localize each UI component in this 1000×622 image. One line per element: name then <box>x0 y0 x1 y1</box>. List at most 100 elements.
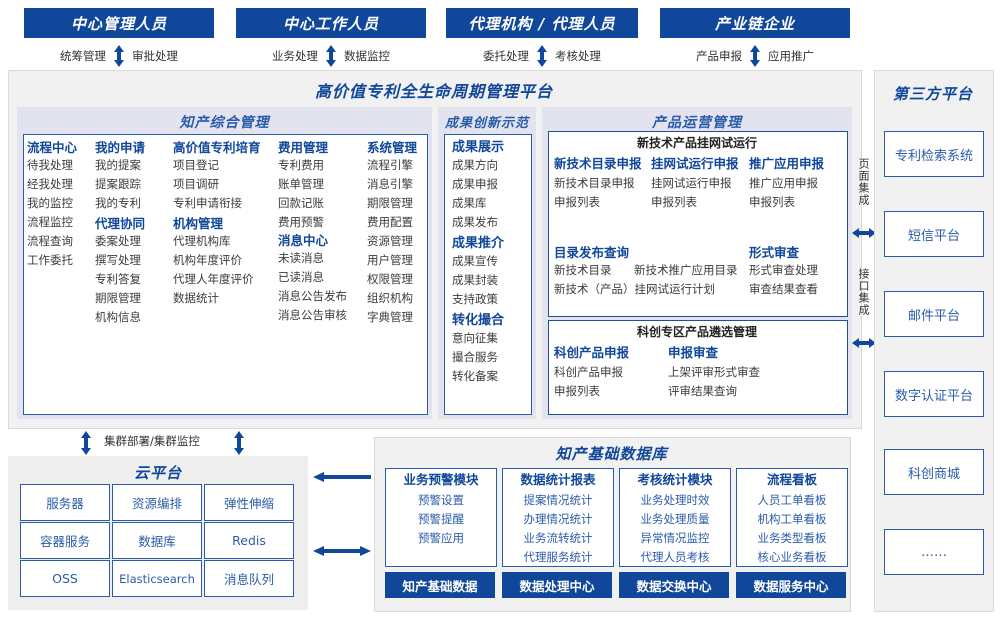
leaf-item[interactable]: 成果封装 <box>452 273 498 287</box>
leaf-item[interactable]: 消息引擎 <box>367 177 413 191</box>
leaf-item[interactable]: 专利费用 <box>278 158 324 172</box>
leaf-item[interactable]: 待我处理 <box>27 158 73 172</box>
leaf-item[interactable]: 上架评审形式审查 <box>668 365 760 379</box>
leaf-item[interactable]: 推广应用申报 <box>749 176 818 190</box>
group-head[interactable]: 成果展示 <box>452 140 505 155</box>
leaf-item[interactable]: 业务类型看板 <box>757 531 827 545</box>
leaf-item[interactable]: 期限管理 <box>367 196 413 210</box>
leaf-item[interactable]: 形式审查处理 <box>749 263 818 277</box>
database-footer-2[interactable]: 数据交换中心 <box>619 572 729 598</box>
leaf-item[interactable]: 转化备案 <box>452 369 498 383</box>
leaf-item[interactable]: 科创产品申报 <box>554 365 623 379</box>
group-head[interactable]: 推广应用申报 <box>749 156 825 171</box>
leaf-item[interactable]: 评审结果查询 <box>668 384 737 398</box>
group-head[interactable]: 高价值专利培育 <box>173 140 261 155</box>
leaf-item[interactable]: 预警设置 <box>418 493 464 507</box>
leaf-item[interactable]: 用户管理 <box>367 253 413 267</box>
leaf-item[interactable]: 委案处理 <box>95 234 141 248</box>
leaf-item[interactable]: 申报列表 <box>554 195 600 209</box>
cloud-item-0[interactable]: 服务器 <box>20 484 110 521</box>
leaf-item[interactable]: 新技术目录 <box>554 263 612 277</box>
cloud-item-2[interactable]: 弹性伸缩 <box>204 484 294 521</box>
database-footer-1[interactable]: 数据处理中心 <box>502 572 612 598</box>
leaf-item[interactable]: 意向征集 <box>452 331 498 345</box>
group-head[interactable]: 消息中心 <box>278 233 329 248</box>
leaf-item[interactable]: 业务流转统计 <box>523 531 593 545</box>
cloud-item-7[interactable]: Elasticsearch <box>112 560 202 597</box>
leaf-item[interactable]: 办理情况统计 <box>523 512 593 526</box>
third-party-item-5[interactable]: …… <box>884 529 984 575</box>
third-party-item-3[interactable]: 数字认证平台 <box>884 371 984 417</box>
group-head[interactable]: 代理协同 <box>95 216 146 231</box>
third-party-item-2[interactable]: 邮件平台 <box>884 291 984 337</box>
leaf-item[interactable]: 机构年度评价 <box>173 253 242 267</box>
cloud-item-4[interactable]: 数据库 <box>112 522 202 559</box>
group-head[interactable]: 系统管理 <box>367 140 418 155</box>
third-party-item-4[interactable]: 科创商城 <box>884 449 984 495</box>
cloud-item-3[interactable]: 容器服务 <box>20 522 110 559</box>
leaf-item[interactable]: 申报列表 <box>749 195 795 209</box>
leaf-item[interactable]: 业务处理质量 <box>640 512 710 526</box>
leaf-item[interactable]: 机构信息 <box>95 310 141 324</box>
leaf-item[interactable]: 成果宣传 <box>452 254 498 268</box>
leaf-item[interactable]: 代理人员考核 <box>640 550 710 564</box>
leaf-item[interactable]: 项目登记 <box>173 158 219 172</box>
leaf-item[interactable]: 组织机构 <box>367 291 413 305</box>
group-head[interactable]: 形式审查 <box>749 245 800 260</box>
group-head[interactable]: 成果推介 <box>452 236 505 251</box>
leaf-item[interactable]: 专利申请衔接 <box>173 196 242 210</box>
leaf-item[interactable]: 人员工单看板 <box>757 493 827 507</box>
leaf-item[interactable]: 费用预警 <box>278 215 324 229</box>
leaf-item[interactable]: 费用配置 <box>367 215 413 229</box>
leaf-item[interactable]: 数据统计 <box>173 291 219 305</box>
leaf-item[interactable]: 新技术（产品）挂网试运行计划 <box>554 282 715 296</box>
leaf-item[interactable]: 消息公告发布 <box>278 289 347 303</box>
cloud-item-1[interactable]: 资源编排 <box>112 484 202 521</box>
leaf-item[interactable]: 流程查询 <box>27 234 73 248</box>
leaf-item[interactable]: 经我处理 <box>27 177 73 191</box>
leaf-item[interactable]: 审查结果查看 <box>749 282 818 296</box>
leaf-item[interactable]: 业务处理时效 <box>640 493 710 507</box>
leaf-item[interactable]: 支持政策 <box>452 292 498 306</box>
group-head[interactable]: 挂网试运行申报 <box>651 156 739 171</box>
leaf-item[interactable]: 提案情况统计 <box>523 493 593 507</box>
leaf-item[interactable]: 我的提案 <box>95 158 141 172</box>
leaf-item[interactable]: 成果申报 <box>452 177 498 191</box>
leaf-item[interactable]: 代理机构库 <box>173 234 231 248</box>
database-footer-0[interactable]: 知产基础数据 <box>385 572 495 598</box>
cloud-item-6[interactable]: OSS <box>20 560 110 597</box>
leaf-item[interactable]: 回款记账 <box>278 196 324 210</box>
group-head[interactable]: 申报审查 <box>668 345 719 360</box>
leaf-item[interactable]: 专利答复 <box>95 272 141 286</box>
leaf-item[interactable]: 未读消息 <box>278 251 324 265</box>
group-head[interactable]: 目录发布查询 <box>554 245 630 260</box>
leaf-item[interactable]: 撮合服务 <box>452 350 498 364</box>
leaf-item[interactable]: 新技术目录申报 <box>554 176 635 190</box>
leaf-item[interactable]: 我的监控 <box>27 196 73 210</box>
leaf-item[interactable]: 申报列表 <box>651 195 697 209</box>
leaf-item[interactable]: 我的专利 <box>95 196 141 210</box>
group-head[interactable]: 转化撮合 <box>452 313 505 328</box>
group-head[interactable]: 机构管理 <box>173 216 224 231</box>
third-party-item-0[interactable]: 专利检索系统 <box>884 131 984 177</box>
cloud-item-8[interactable]: 消息队列 <box>204 560 294 597</box>
leaf-item[interactable]: 流程监控 <box>27 215 73 229</box>
leaf-item[interactable]: 成果发布 <box>452 215 498 229</box>
leaf-item[interactable]: 工作委托 <box>27 253 73 267</box>
leaf-item[interactable]: 消息公告审核 <box>278 308 347 322</box>
group-head[interactable]: 我的申请 <box>95 140 146 155</box>
leaf-item[interactable]: 代理人年度评价 <box>173 272 254 286</box>
database-footer-3[interactable]: 数据服务中心 <box>736 572 846 598</box>
leaf-item[interactable]: 提案跟踪 <box>95 177 141 191</box>
leaf-item[interactable]: 成果库 <box>452 196 487 210</box>
leaf-item[interactable]: 权限管理 <box>367 272 413 286</box>
leaf-item[interactable]: 核心业务看板 <box>757 550 827 564</box>
leaf-item[interactable]: 项目调研 <box>173 177 219 191</box>
group-head[interactable]: 新技术目录申报 <box>554 156 642 171</box>
leaf-item[interactable]: 账单管理 <box>278 177 324 191</box>
group-head[interactable]: 费用管理 <box>278 140 329 155</box>
group-head[interactable]: 流程中心 <box>27 140 78 155</box>
leaf-item[interactable]: 申报列表 <box>554 384 600 398</box>
leaf-item[interactable]: 新技术推广应用目录 <box>634 263 738 277</box>
group-head[interactable]: 科创产品申报 <box>554 345 630 360</box>
